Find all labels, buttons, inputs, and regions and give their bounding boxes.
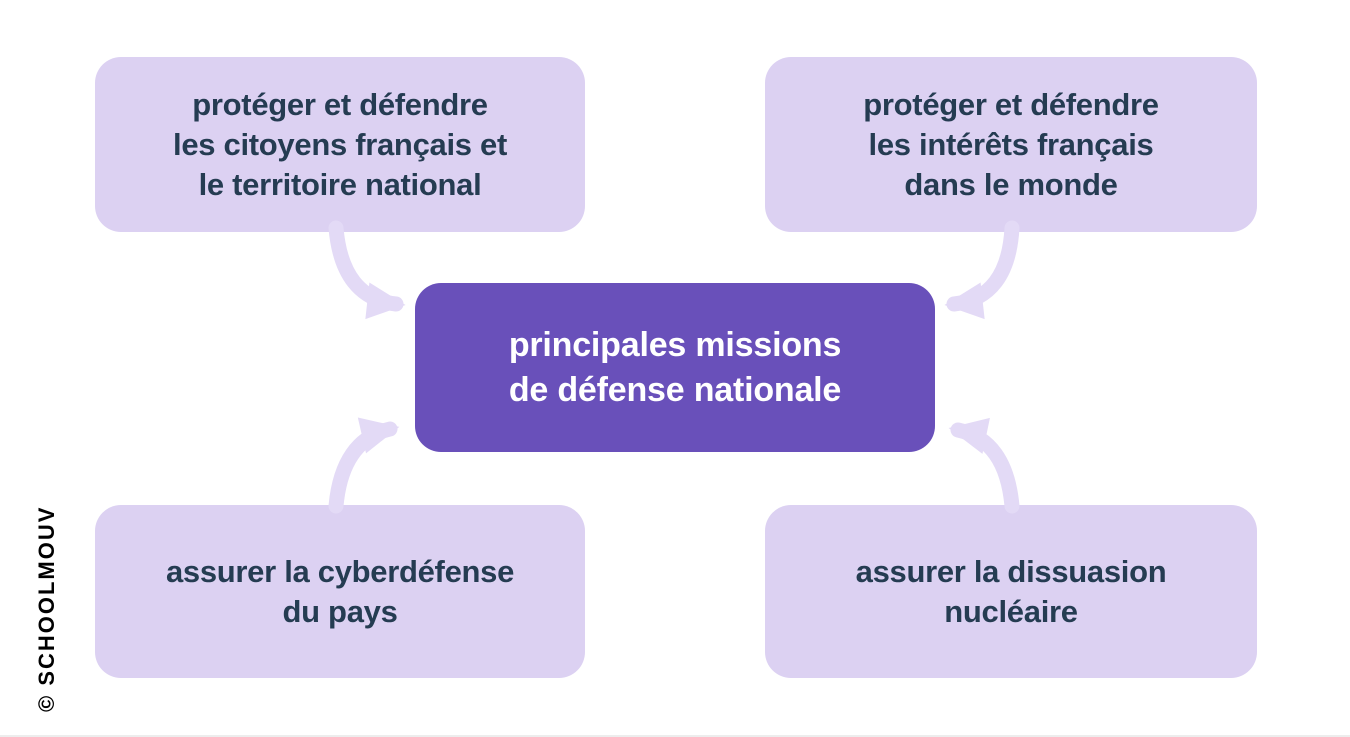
node-text-line: protéger et défendre xyxy=(863,86,1159,122)
node-protect-interests-world: protéger et défendre les intérêts frança… xyxy=(765,57,1257,232)
node-text-line: dans le monde xyxy=(904,166,1118,202)
watermark-schoolmouv: © SCHOOLMOUV xyxy=(34,505,59,712)
node-text-line: assurer la cyberdéfense xyxy=(165,553,515,589)
node-central-missions: principales missions de défense national… xyxy=(415,283,935,452)
arrow-bottomright-to-center-icon xyxy=(948,417,1020,514)
node-cyberdefense: assurer la cyberdéfense du pays xyxy=(95,505,585,678)
node-text-line: assurer la dissuasion xyxy=(855,553,1167,589)
node-text-line: les citoyens français et xyxy=(173,126,507,162)
arrow-bottomleft-to-center-icon xyxy=(328,417,400,514)
node-text-line: le territoire national xyxy=(198,166,482,202)
node-text-line: nucléaire xyxy=(944,593,1078,629)
node-text-line: protéger et défendre xyxy=(192,86,488,122)
arrow-topleft-to-center-icon xyxy=(328,220,406,320)
node-text-line: les intérêts français xyxy=(868,126,1154,162)
node-text-line: principales missions xyxy=(508,325,842,364)
node-nuclear-deterrence: assurer la dissuasion nucléaire xyxy=(765,505,1257,678)
arrow-topright-to-center-icon xyxy=(944,220,1020,320)
node-text-line: du pays xyxy=(282,593,398,629)
node-text-line: de défense nationale xyxy=(508,370,842,409)
node-protect-citizens-territory: protéger et défendre les citoyens frança… xyxy=(95,57,585,232)
